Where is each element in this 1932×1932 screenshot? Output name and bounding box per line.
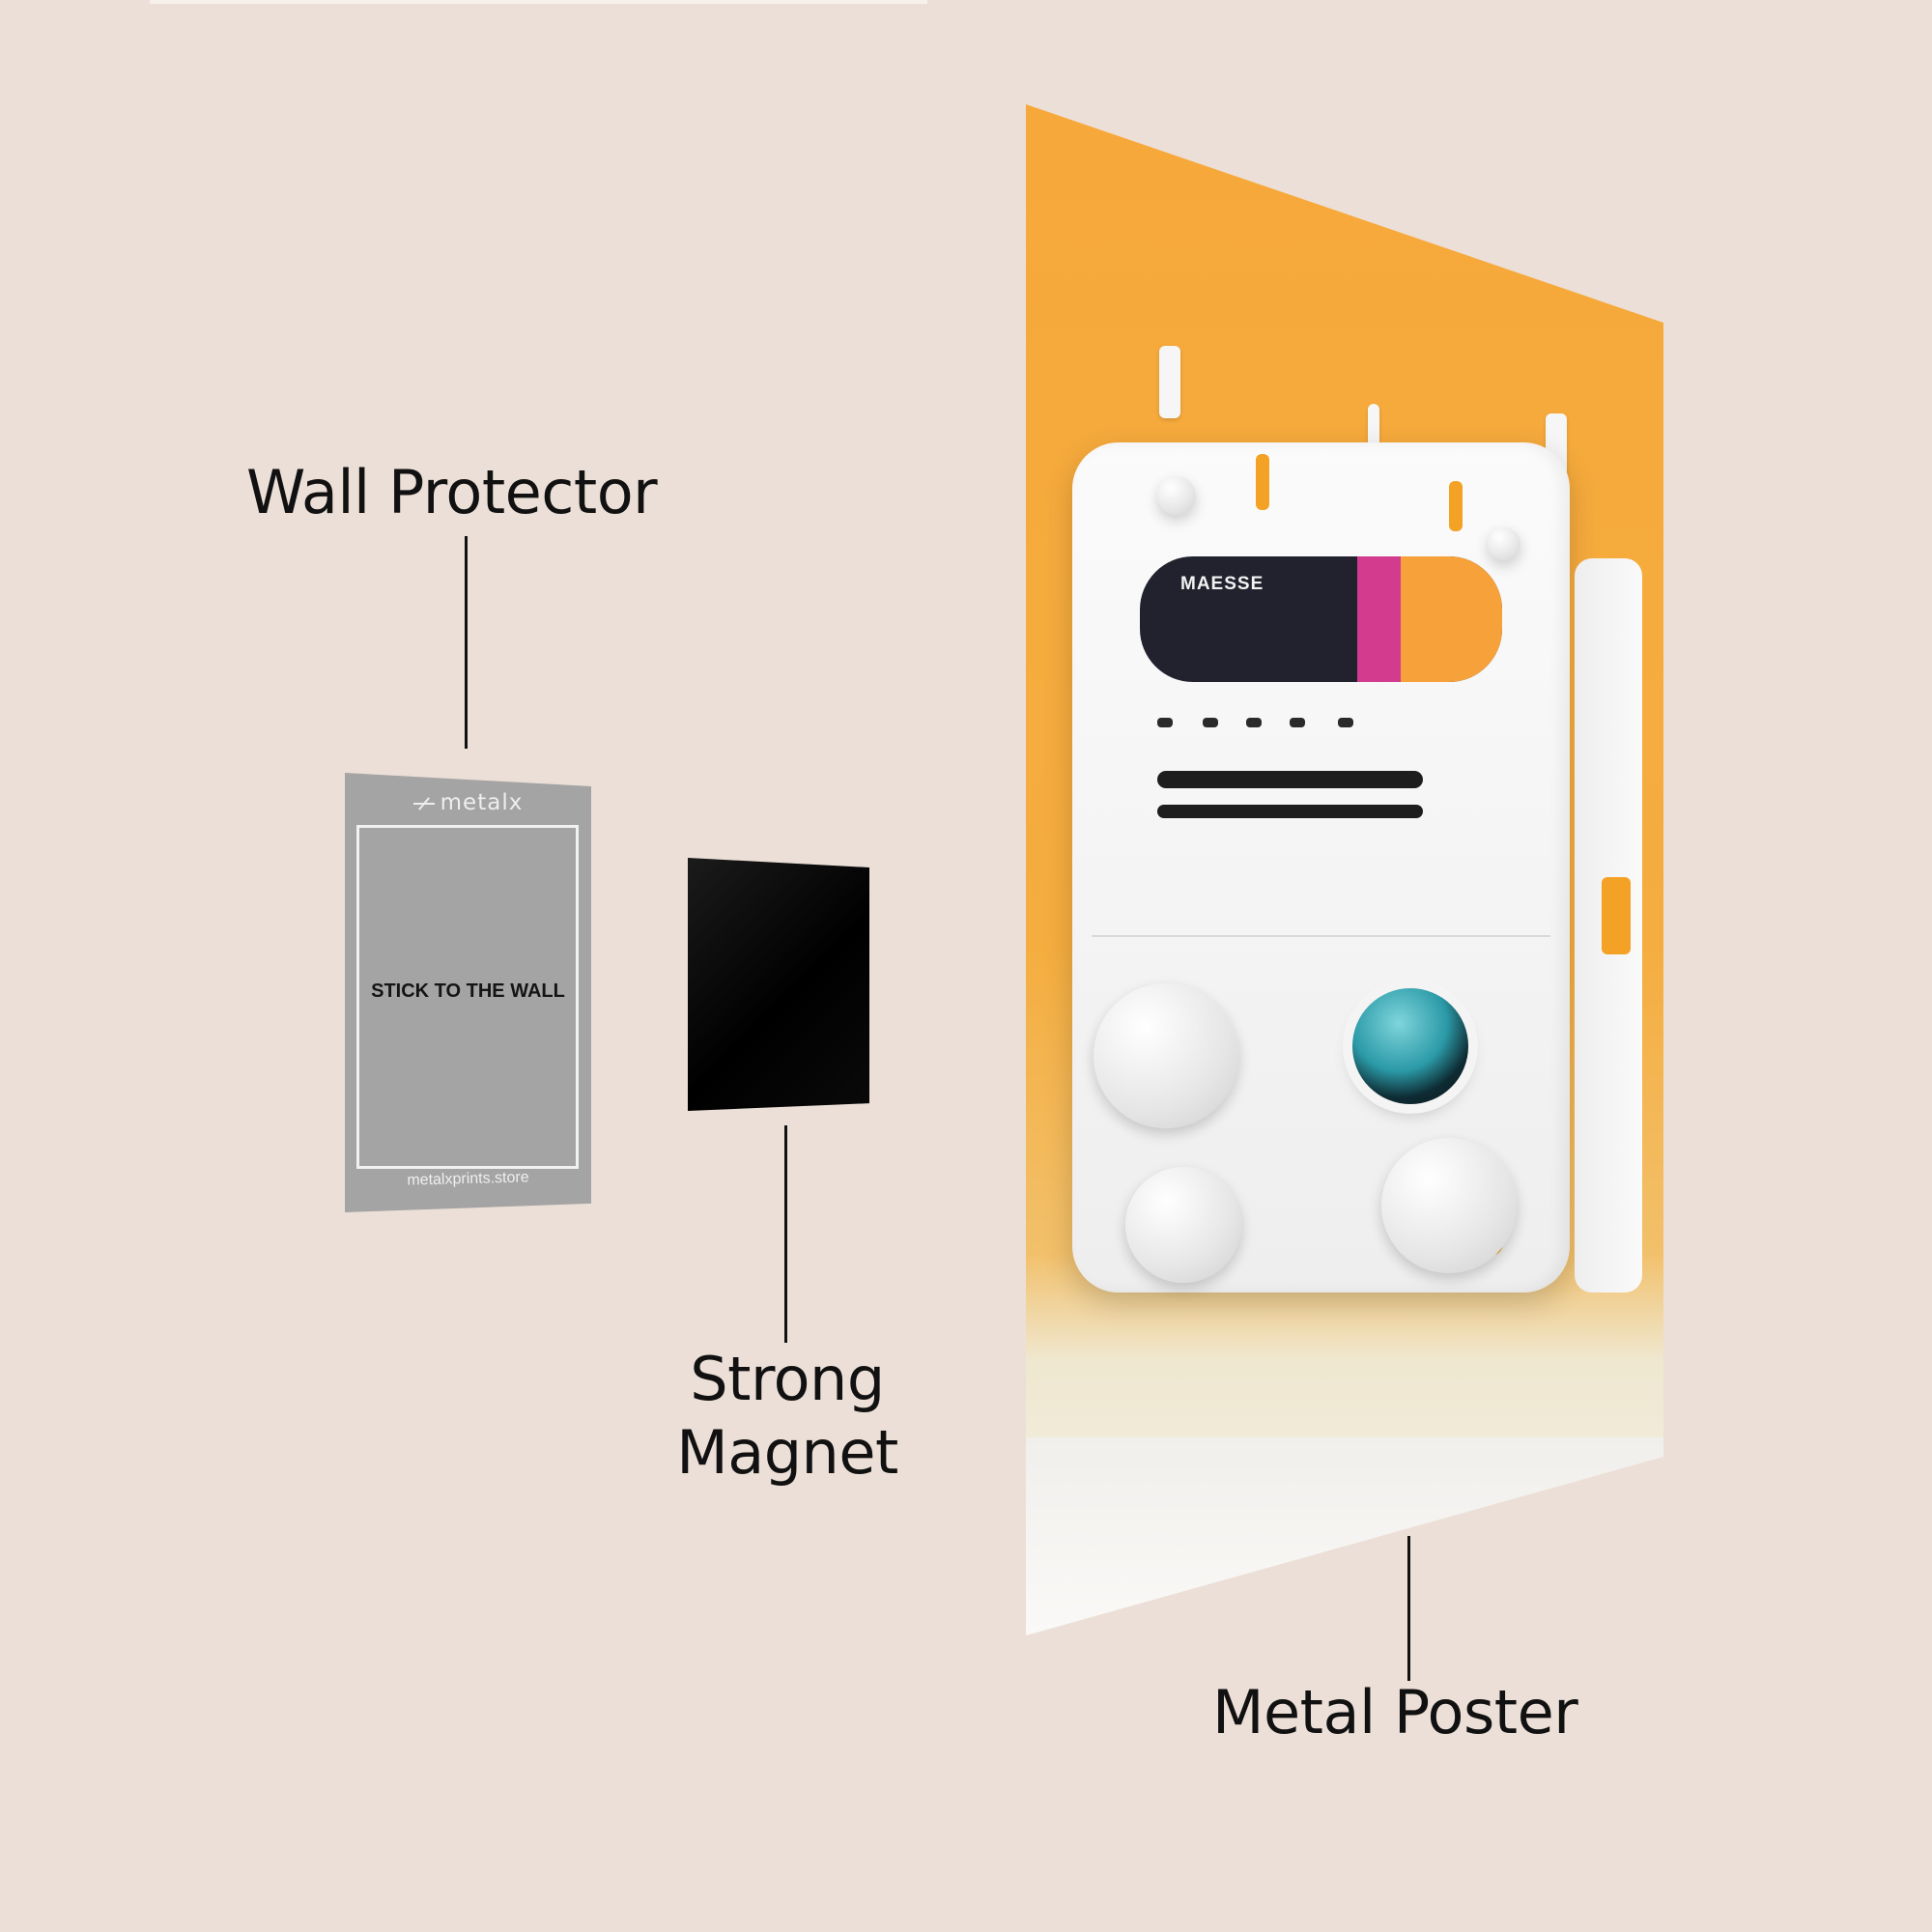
machine-knob <box>1157 476 1196 515</box>
protector-instruction: STICK TO THE WALL <box>371 980 565 1002</box>
machine-large-knob <box>1094 983 1238 1128</box>
wall-protector-label: Wall Protector <box>246 457 658 527</box>
metal-poster-label: Metal Poster <box>1212 1677 1578 1747</box>
machine-slot <box>1157 805 1423 818</box>
metal-poster: MAESSE <box>1026 104 1663 1635</box>
strong-magnet-label-line2: Magnet <box>676 1416 898 1488</box>
magnet-sheet <box>688 858 869 1111</box>
display-orange-band <box>1401 556 1502 682</box>
machine-panel-line <box>1092 935 1550 937</box>
poster-machine-illustration: MAESSE <box>1072 442 1642 1293</box>
machine-button <box>1246 718 1262 727</box>
strong-magnet-label: Strong Magnet <box>667 1343 908 1489</box>
machine-button <box>1157 718 1173 727</box>
wall-protector-card: metalx STICK TO THE WALL metalxprints.st… <box>345 773 591 1212</box>
machine-lens <box>1352 988 1468 1104</box>
wall-protector-leader <box>465 536 468 749</box>
machine-button <box>1290 718 1305 727</box>
machine-knob <box>1125 1167 1241 1283</box>
top-strip <box>150 0 927 4</box>
strong-magnet-leader <box>784 1125 787 1343</box>
display-pink-band <box>1357 556 1401 682</box>
machine-display: MAESSE <box>1140 556 1502 682</box>
machine-accent <box>1449 481 1463 531</box>
poster-floor <box>1026 1437 1663 1635</box>
protector-brand-text: metalx <box>440 790 524 815</box>
machine-button <box>1203 718 1218 727</box>
machine-post <box>1159 346 1180 418</box>
strong-magnet-label-line1: Strong <box>690 1344 885 1414</box>
protector-brand: metalx <box>345 790 591 815</box>
machine-post <box>1368 404 1379 447</box>
machine-knob <box>1381 1138 1517 1273</box>
protector-frame <box>356 825 579 1169</box>
machine-button <box>1338 718 1353 727</box>
machine-knob <box>1488 527 1520 560</box>
protector-url: metalxprints.store <box>407 1169 529 1189</box>
display-tag: MAESSE <box>1180 574 1264 594</box>
machine-slot <box>1157 771 1423 788</box>
machine-accent <box>1256 454 1269 510</box>
metalx-logo-icon <box>412 796 435 811</box>
machine-accent <box>1602 877 1631 954</box>
metal-poster-leader <box>1407 1536 1410 1681</box>
